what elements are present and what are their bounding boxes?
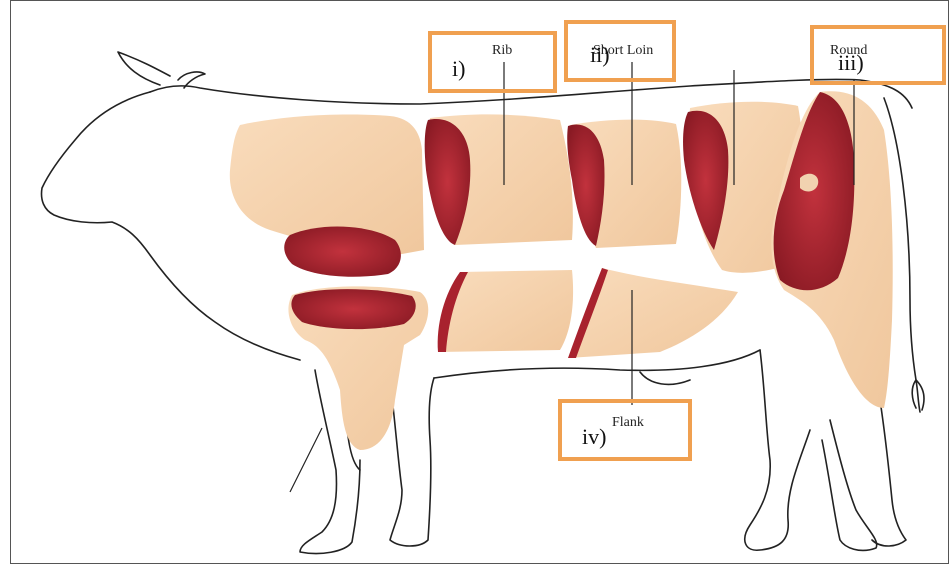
label-flank: Flank — [612, 415, 644, 430]
short-loin-meat — [567, 124, 604, 246]
flank-cut — [568, 268, 738, 358]
answer-box-3-label: iii) — [838, 50, 864, 75]
label-rib: Rib — [492, 43, 512, 58]
brisket-meat — [291, 289, 415, 329]
beef-cuts — [230, 91, 893, 450]
answer-box-4-label: iv) — [582, 424, 606, 449]
answer-box-4[interactable] — [560, 401, 690, 459]
answer-box-1-label: i) — [452, 56, 465, 81]
answer-box-2-label: ii) — [590, 42, 610, 67]
answer-box-1[interactable] — [430, 33, 555, 91]
